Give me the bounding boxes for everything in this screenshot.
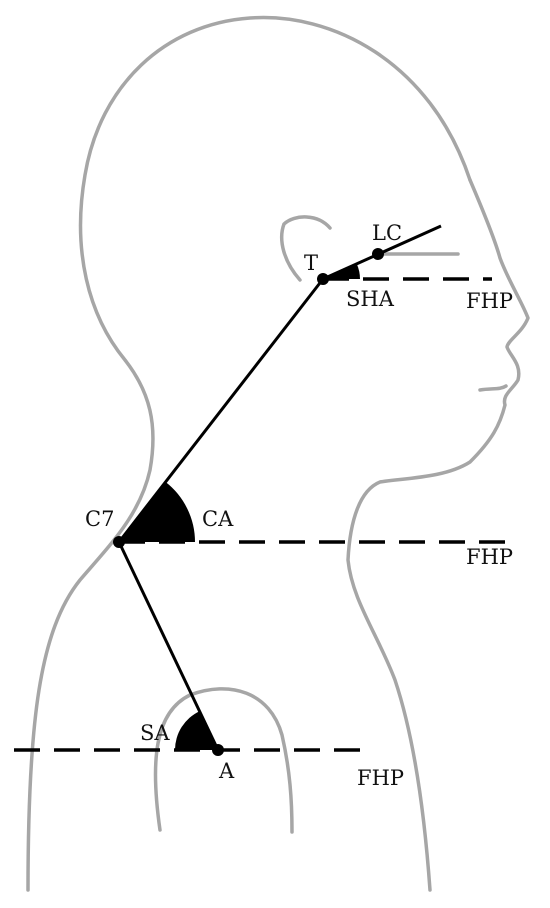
face-profile-outline <box>346 178 530 892</box>
label-t: T <box>304 251 318 275</box>
body-silhouette <box>26 15 530 892</box>
label-c7: C7 <box>85 507 114 531</box>
label-lc: LC <box>372 221 402 245</box>
c7-to-a-line <box>117 541 220 751</box>
label-a: A <box>218 759 235 783</box>
c7-to-t-line <box>117 278 325 543</box>
sha-angle-wedge <box>323 264 360 279</box>
ear-outline <box>279 215 332 282</box>
measurement-geometry <box>14 224 505 756</box>
label-fhp-top: FHP <box>466 289 513 313</box>
label-sa: SA <box>140 721 170 745</box>
point-t <box>317 273 329 285</box>
label-fhp-bottom: FHP <box>357 766 404 790</box>
label-ca: CA <box>202 507 234 531</box>
mouth-line <box>478 384 508 392</box>
point-c7 <box>113 536 125 548</box>
label-fhp-mid: FHP <box>466 545 513 569</box>
ca-angle-wedge <box>119 482 195 542</box>
diagram-labels: LC T SHA FHP C7 CA FHP SA A FHP <box>85 221 513 790</box>
head-back-outline <box>26 15 472 892</box>
point-lc <box>372 248 384 260</box>
label-sha: SHA <box>346 287 395 311</box>
point-a <box>212 744 224 756</box>
sa-angle-wedge <box>175 711 218 750</box>
